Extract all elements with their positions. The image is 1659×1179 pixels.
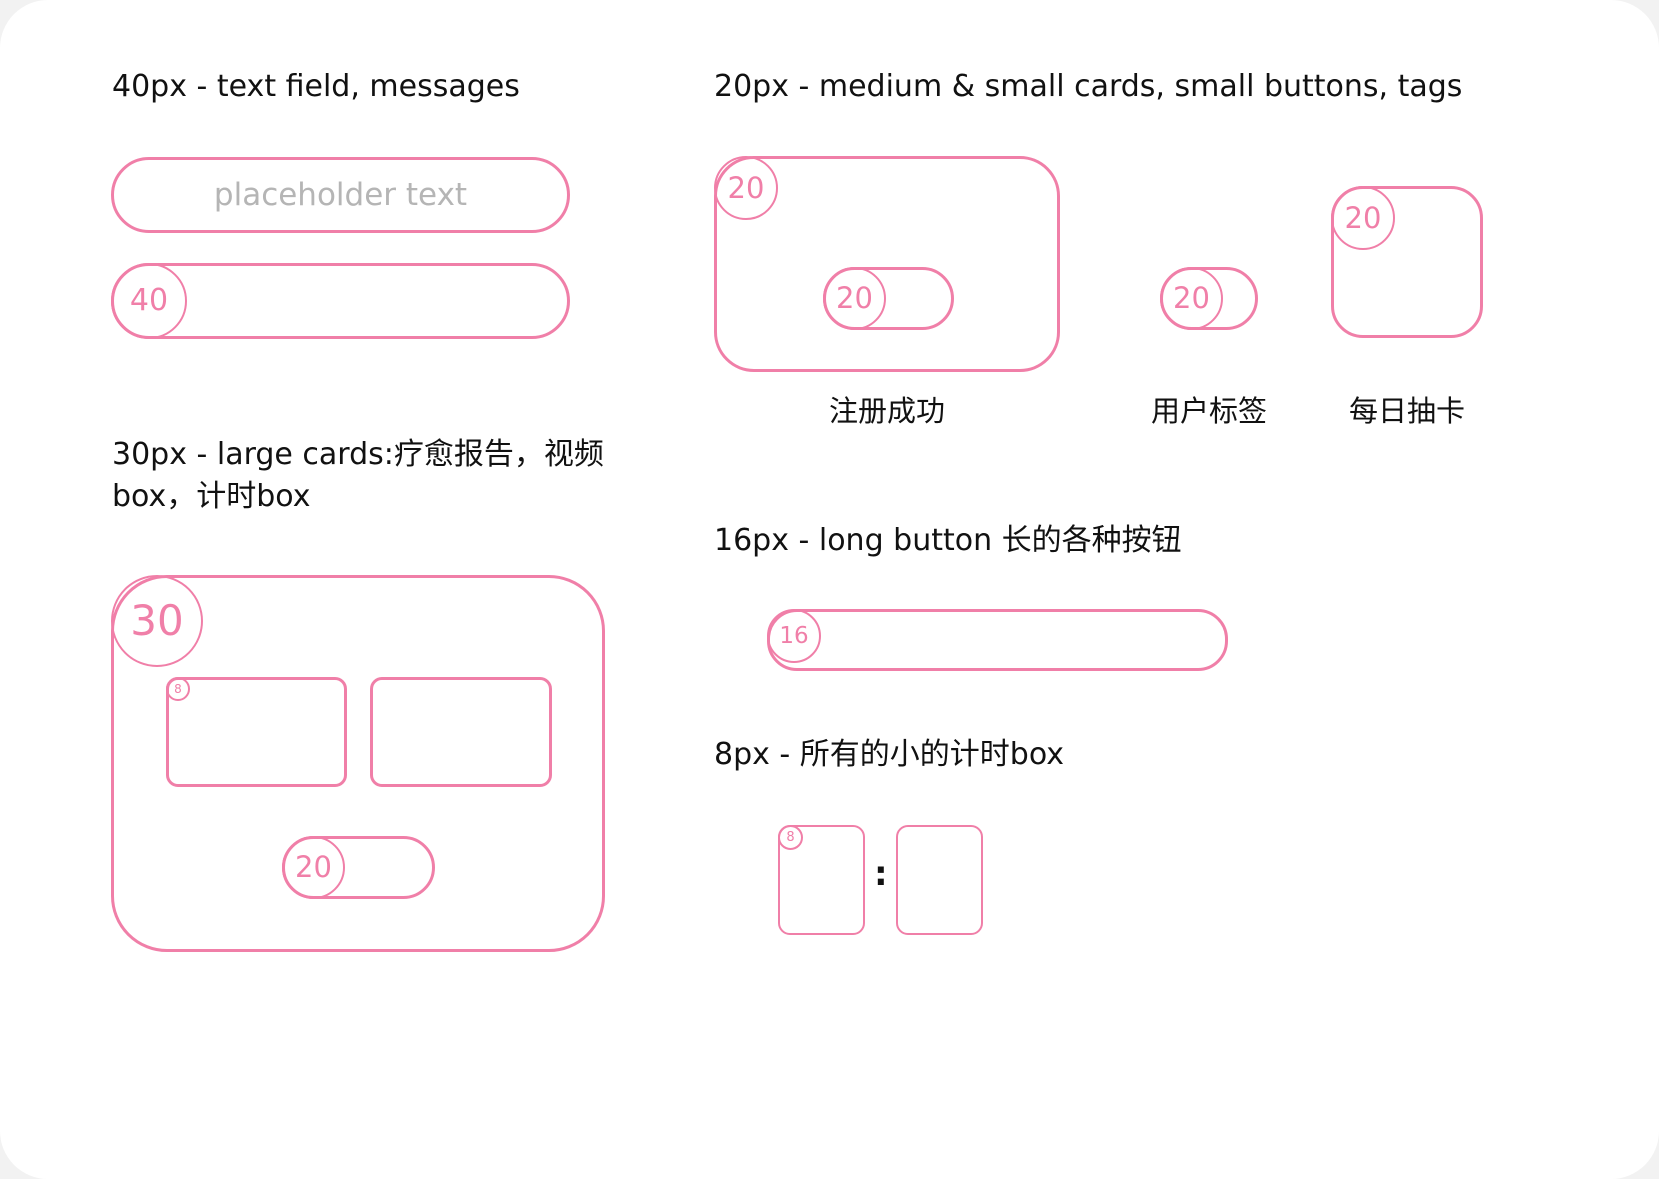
text-field-example[interactable]: placeholder text <box>111 157 570 233</box>
section-heading-20px: 20px - medium & small cards, small butto… <box>714 69 1463 104</box>
long-button-example[interactable] <box>767 609 1228 671</box>
placeholder-text: placeholder text <box>213 177 468 213</box>
radius-badge-20-card-button: 20 <box>282 836 345 899</box>
radius-badge-16: 16 <box>767 609 821 663</box>
section-heading-30px: 30px - large cards:疗愈报告，视频box，计时box <box>112 437 604 514</box>
radius-badge-20-card: 20 <box>714 156 778 220</box>
inner-card-left <box>166 677 347 787</box>
inner-card-right <box>370 677 552 787</box>
label-register-success: 注册成功 <box>828 394 945 428</box>
section-heading-40px: 40px - text field, messages <box>112 69 520 104</box>
radius-badge-30: 30 <box>111 575 203 667</box>
radius-badge-20-daily: 20 <box>1331 186 1395 250</box>
label-daily-card: 每日抽卡 <box>1348 394 1465 428</box>
radius-badge-20-button: 20 <box>823 267 886 330</box>
medium-card-example <box>714 156 1060 372</box>
radius-badge-40: 40 <box>111 263 187 339</box>
daily-card-example <box>1331 186 1483 338</box>
timer-separator: : <box>874 854 888 894</box>
radius-badge-8-inner: 8 <box>166 677 190 701</box>
timer-box-left <box>778 825 865 935</box>
radius-badge-20-tag: 20 <box>1160 267 1223 330</box>
section-heading-16px: 16px - long button 长的各种按钮 <box>714 523 1182 558</box>
label-user-tag: 用户标签 <box>1150 394 1267 428</box>
timer-box-right <box>896 825 983 935</box>
large-card-example <box>111 575 605 952</box>
section-heading-8px: 8px - 所有的小的计时box <box>714 737 1065 772</box>
radius-badge-8-timer: 8 <box>778 825 803 850</box>
